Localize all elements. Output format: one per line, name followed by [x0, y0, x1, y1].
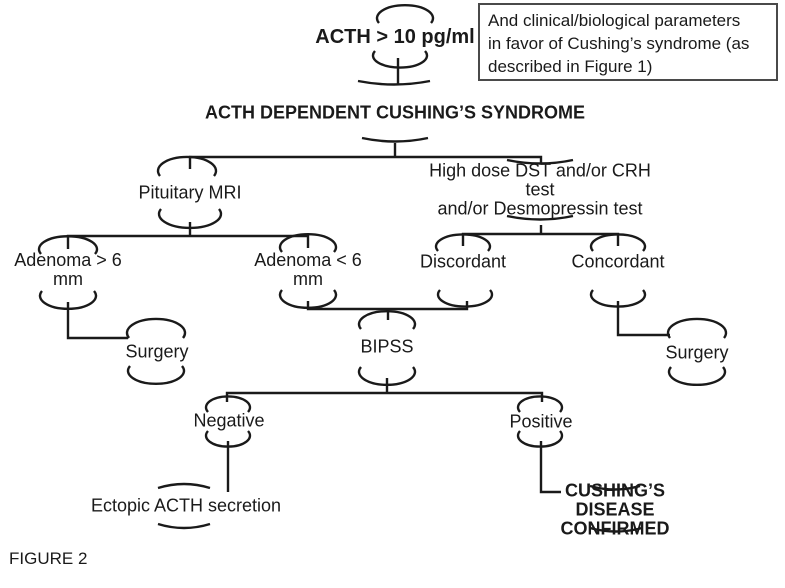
line-concordant-to-surgery	[616, 301, 670, 337]
connector-lines	[66, 58, 670, 494]
arc-surgery-right-top	[666, 317, 728, 339]
arc-dynamic-tests-bottom	[506, 214, 574, 221]
arc-acth-dependent-top	[357, 79, 431, 86]
node-adenoma-lt6: Adenoma < 6 mm	[254, 250, 362, 289]
arc-acth-level-bottom	[371, 50, 429, 69]
node-bipss: BIPSS	[360, 336, 414, 357]
line-branch-mri-tests	[188, 155, 543, 169]
arc-adenoma-lt6-top	[278, 233, 338, 253]
node-ectopic: Ectopic ACTH secretion	[90, 495, 282, 516]
node-adenoma-gt6: Adenoma > 6 mm	[14, 250, 122, 289]
arc-ectopic-top	[157, 482, 211, 490]
node-pituitary-mri: Pituitary MRI	[138, 182, 242, 203]
arc-cushings-confirmed-bottom	[589, 526, 643, 533]
line-adenoma-gt6-to-surgery	[66, 302, 128, 340]
node-discordant: Discordant	[419, 251, 507, 272]
arc-positive-top	[516, 395, 564, 413]
annotation-box: And clinical/biological parameters in fa…	[478, 3, 778, 81]
node-dynamic-tests: High dose DST and/or CRH test and/or Des…	[429, 160, 651, 219]
line-positive-to-confirmed	[539, 441, 561, 494]
node-negative: Negative	[193, 410, 265, 431]
arc-surgery-left-top	[125, 317, 187, 339]
arc-pituitary-mri-top	[156, 155, 218, 177]
node-concordant: Concordant	[571, 251, 665, 272]
arc-ectopic-bottom	[157, 522, 211, 530]
arc-acth-level-top	[375, 4, 435, 24]
arc-cushings-confirmed-top	[589, 484, 641, 491]
line-branch-concordance	[461, 232, 620, 246]
line-branch-bipss-result	[225, 391, 544, 402]
node-acth-dependent: ACTH DEPENDENT CUSHING’S SYNDROME	[204, 102, 586, 123]
node-cushings-confirmed: CUSHING’S DISEASE CONFIRMED	[560, 480, 670, 539]
arc-discordant-bottom	[436, 289, 494, 308]
line-branch-adenoma	[66, 234, 310, 249]
arc-dynamic-tests-top	[506, 158, 574, 165]
node-acth-level: ACTH > 10 pg/ml	[315, 26, 475, 48]
arc-acth-dependent-bottom	[361, 136, 429, 143]
arc-surgery-left-bottom	[126, 365, 186, 385]
node-positive: Positive	[509, 411, 573, 432]
figure-label: FIGURE 2	[9, 549, 88, 568]
node-surgery-left: Surgery	[125, 341, 189, 362]
arc-surgery-right-bottom	[667, 366, 727, 386]
node-surgery-right: Surgery	[665, 342, 729, 363]
